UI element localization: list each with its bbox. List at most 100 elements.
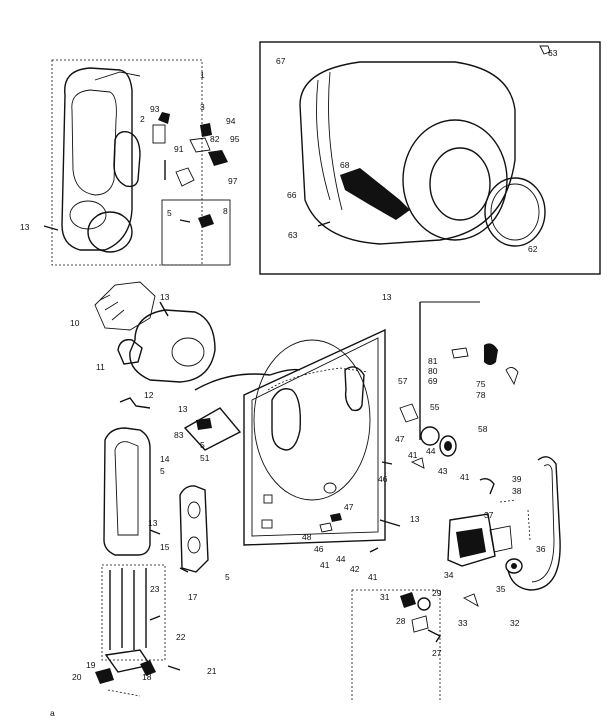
- part-label: 18: [142, 672, 152, 682]
- fan-wheel: [94, 281, 156, 331]
- part-label: 13: [160, 292, 170, 302]
- part-label: 38: [512, 486, 522, 496]
- bracket-97: [175, 167, 195, 187]
- part-label: 94: [226, 116, 236, 126]
- rear-panel-hole: [263, 494, 273, 504]
- motor-body: [456, 528, 486, 558]
- bearing-58-hub: [444, 441, 452, 451]
- fan-blades: [99, 294, 125, 321]
- part-label: 62: [528, 244, 538, 254]
- panel-top-edge: [94, 71, 141, 81]
- drum-rib: [328, 71, 343, 211]
- leader-line: [107, 689, 141, 697]
- thermostat-83: [196, 418, 212, 430]
- felt-seal: [69, 200, 107, 230]
- part-label: 69: [428, 376, 438, 386]
- bearing-58: [439, 435, 457, 457]
- bracket-57: [399, 403, 419, 423]
- switch-82: [189, 137, 211, 153]
- clip-78: [505, 367, 519, 386]
- rear-panel-seam: [267, 367, 369, 391]
- part-label: 68: [340, 160, 350, 170]
- heating-element-group: 23 17 22 19 20 18 21: [72, 564, 217, 697]
- heating-coils: [109, 568, 147, 650]
- rear-panel-circle: [253, 339, 371, 501]
- rear-panel-inner: [251, 337, 379, 537]
- rear-panel-48: [243, 328, 386, 546]
- thermostat-group: 13 83 5 51: [119, 373, 271, 463]
- drum-box: [259, 41, 601, 275]
- part-label: 5: [200, 440, 205, 450]
- screw-21: [167, 665, 181, 671]
- washer-41: [410, 457, 425, 469]
- part-label: 47: [395, 434, 405, 444]
- pulley-35: [505, 558, 523, 574]
- part-label: 5: [160, 466, 165, 476]
- part-label: 43: [438, 466, 448, 476]
- screw-41: [369, 547, 379, 553]
- part-label: 29: [432, 588, 442, 598]
- part-label: 13: [148, 518, 158, 528]
- rear-panel-hole: [323, 482, 337, 494]
- corner-mark: a: [50, 708, 55, 718]
- drum-rib: [316, 79, 331, 201]
- motor-bracket: [489, 525, 513, 553]
- part-label: 83: [174, 430, 184, 440]
- part-label: 63: [548, 48, 558, 58]
- part-label: 42: [350, 564, 360, 574]
- heater-duct-group: 14 5 13 15 5: [103, 427, 230, 582]
- part-label: 36: [536, 544, 546, 554]
- part-label: 21: [207, 666, 217, 676]
- part-label: 93: [150, 104, 160, 114]
- part-label: 97: [228, 176, 238, 186]
- part-label: 39: [512, 474, 522, 484]
- terminal-18: [140, 660, 156, 676]
- part-label: 32: [510, 618, 520, 628]
- idler-pulley-29: [417, 597, 431, 611]
- part-label: 35: [496, 584, 506, 594]
- part-label: 3: [200, 102, 205, 112]
- belt-32: [507, 456, 561, 591]
- part-label: 13: [410, 514, 420, 524]
- part-label: 11: [96, 362, 105, 372]
- pulley-group: 81 80 69 75 78 57 55 47 44 58 41 43 46 4…: [314, 301, 522, 582]
- heater-box-13: [179, 485, 209, 573]
- element-outline: [101, 564, 166, 661]
- part-label: 37: [484, 510, 494, 520]
- part-label: 27: [432, 648, 442, 658]
- part-label: 12: [144, 390, 154, 400]
- rear-panel-hole: [261, 519, 273, 529]
- part-label: 5: [167, 208, 172, 218]
- heater-duct-inner: [114, 441, 139, 536]
- part-label: 66: [287, 190, 297, 200]
- part-label: 13: [20, 222, 30, 232]
- switch-94: [200, 123, 212, 137]
- front-panel-group: 1 2 3 93 91 94 82 95 97 5 8 13: [20, 59, 240, 266]
- part-label: 34: [444, 570, 454, 580]
- leader-line: [379, 519, 401, 527]
- part-label: 20: [72, 672, 82, 682]
- terminal-19: [95, 668, 114, 684]
- part-label: 55: [430, 402, 440, 412]
- spring-27: [427, 629, 442, 643]
- lamp-bulb: [158, 112, 170, 124]
- part-label: 44: [336, 554, 346, 564]
- part-label: 57: [398, 376, 408, 386]
- part-label: 80: [428, 366, 438, 376]
- drum-group: 67 63 66 68 63 62: [259, 41, 601, 275]
- bracket-81: [451, 347, 469, 359]
- part-label: 48: [302, 532, 312, 542]
- part-label: 82: [210, 134, 220, 144]
- part-label: 41: [368, 572, 378, 582]
- screw-46: [381, 461, 393, 465]
- screw-47: [330, 513, 342, 522]
- rear-panel-vent: [344, 366, 365, 412]
- part-label: 41: [320, 560, 330, 570]
- thermostat-bracket: [183, 407, 242, 451]
- panel-arrow: [269, 368, 301, 376]
- drum-seal-62: [484, 177, 546, 247]
- motor-group: 37 36 34 35 32: [444, 456, 561, 628]
- rear-panel-opening: [271, 388, 302, 451]
- part-label: 46: [314, 544, 324, 554]
